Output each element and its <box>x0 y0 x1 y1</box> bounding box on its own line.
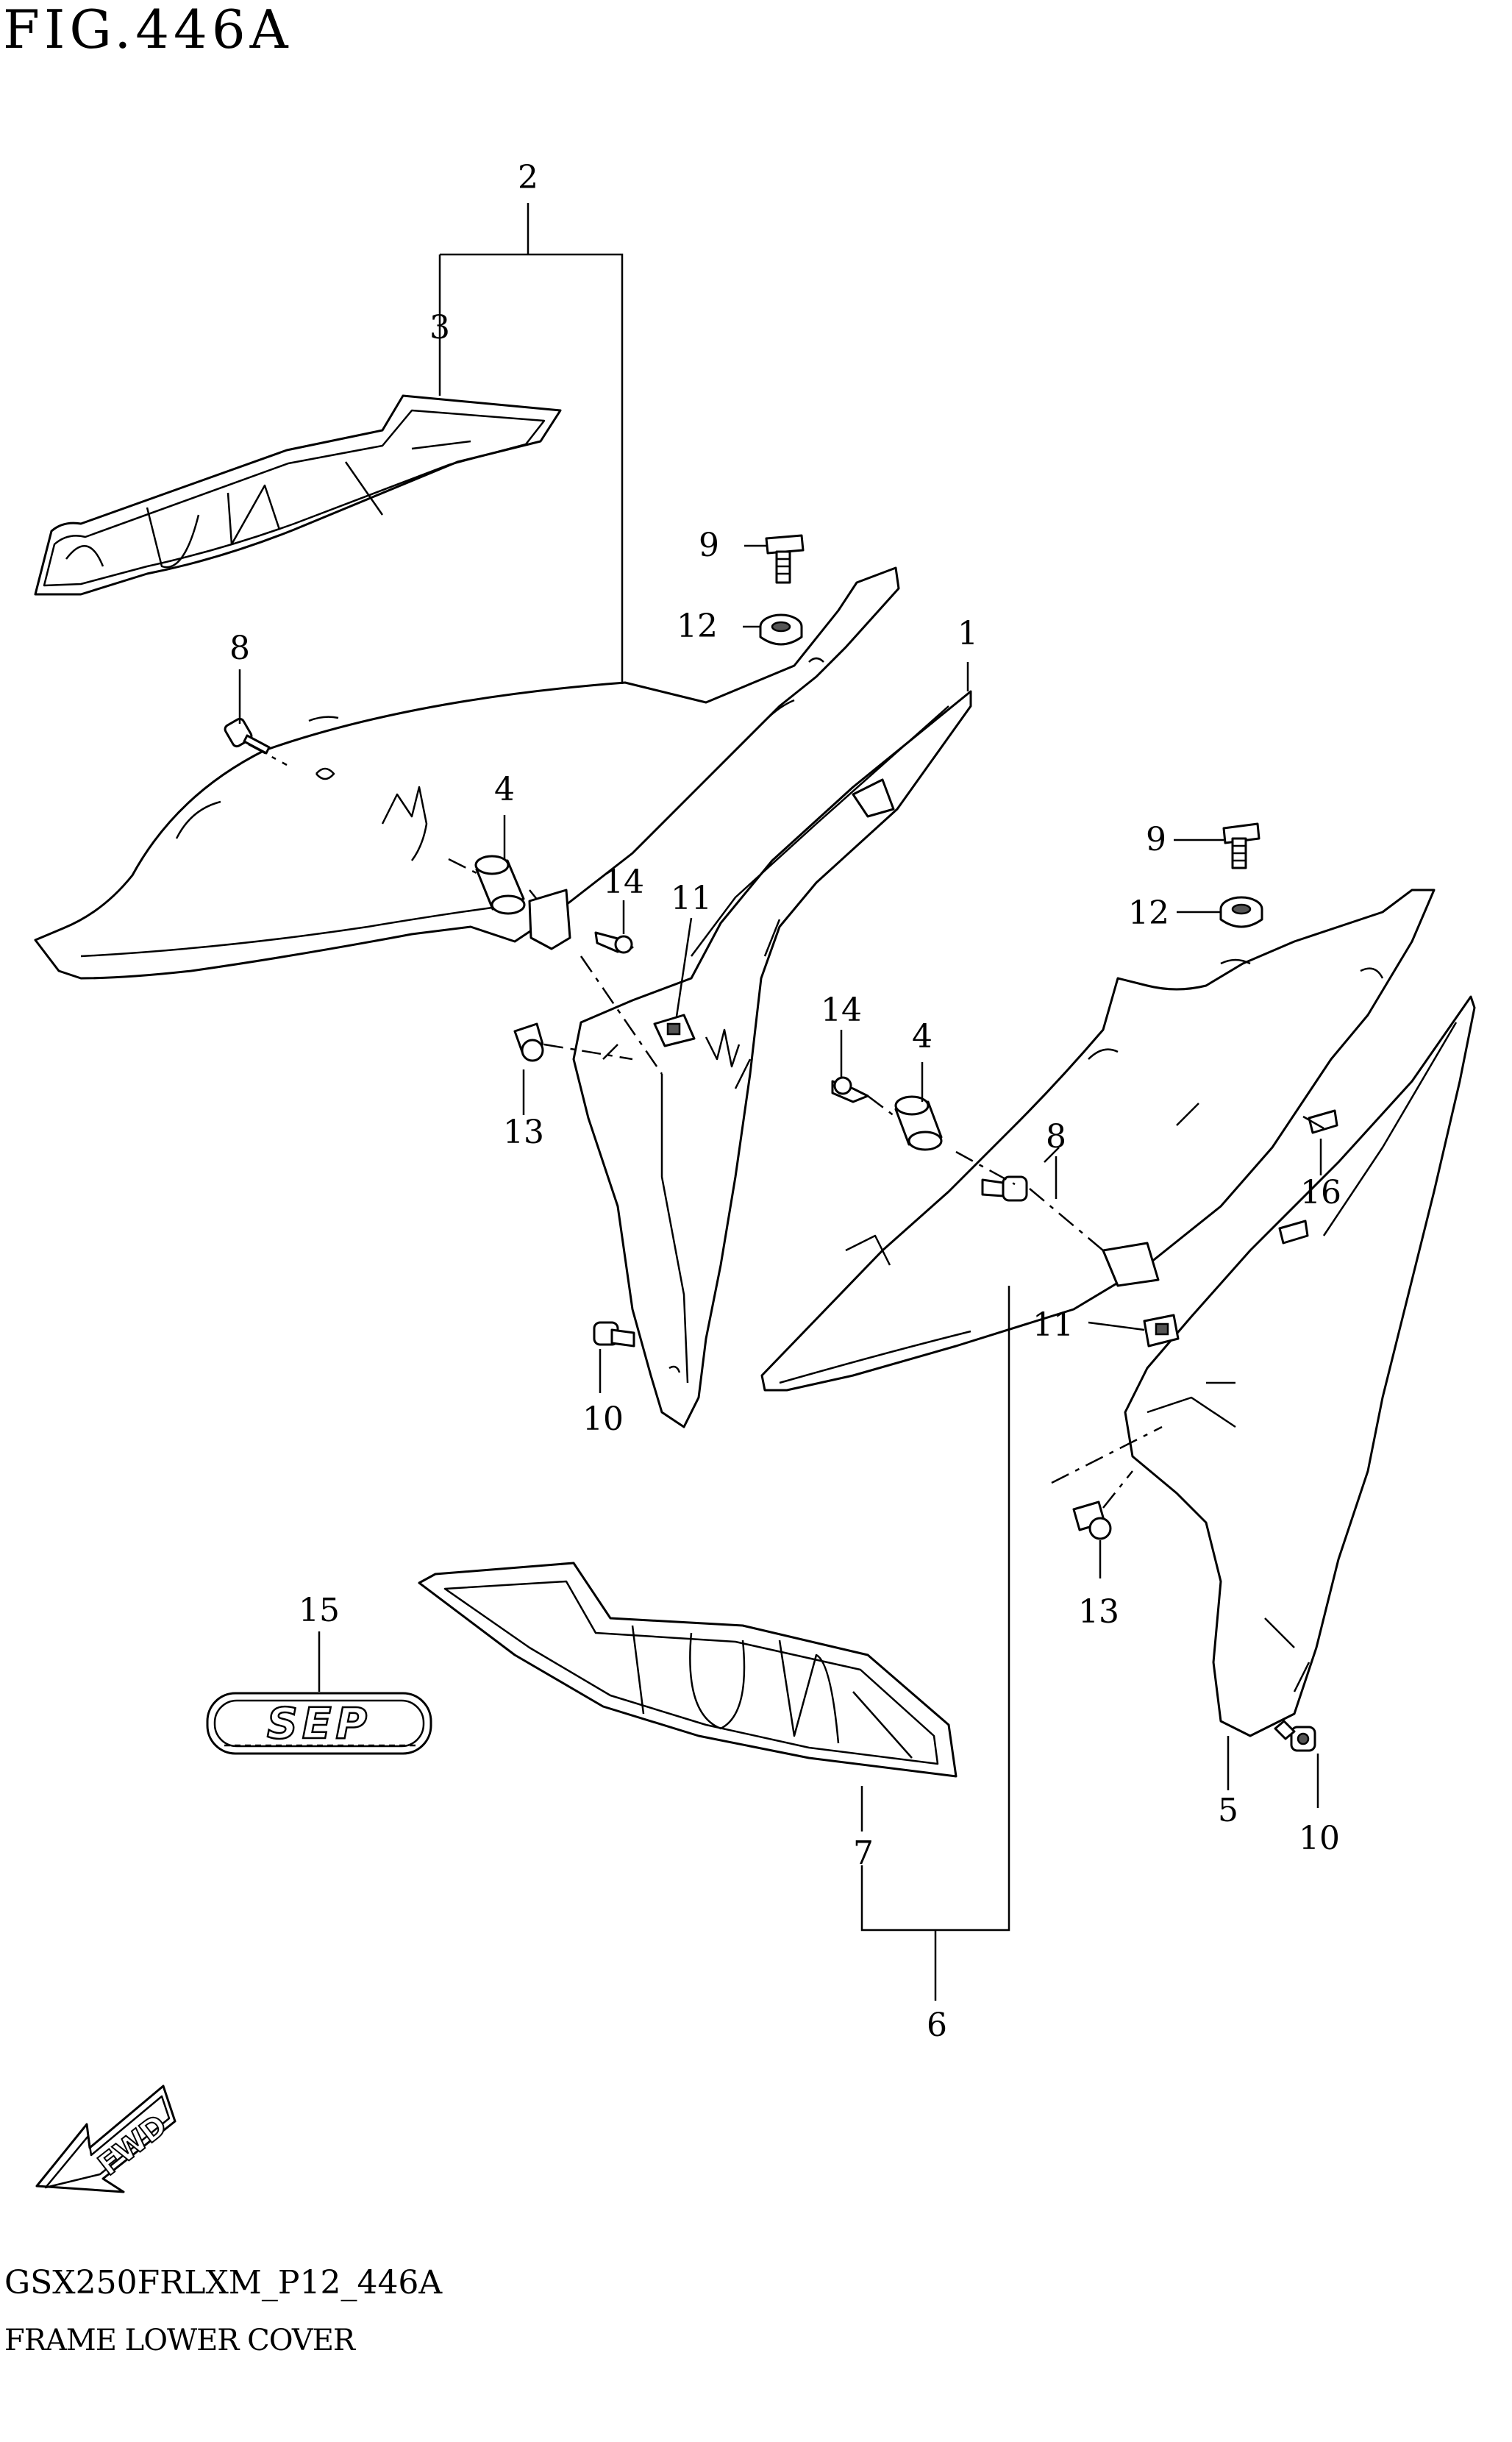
callout-4-right: 4 <box>912 1018 932 1056</box>
callout-11-right: 11 <box>1033 1306 1074 1344</box>
rivet-13-right <box>1072 1501 1112 1540</box>
bolt-10-left <box>593 1321 635 1348</box>
callout-9-right: 9 <box>1146 821 1166 858</box>
callout-10-right: 10 <box>1299 1820 1340 1857</box>
callout-2: 2 <box>518 159 538 196</box>
callout-5: 5 <box>1218 1792 1238 1829</box>
bushing-4-left <box>474 855 526 915</box>
callout-12-right: 12 <box>1128 894 1169 932</box>
callout-7: 7 <box>853 1834 874 1872</box>
grommet-12-left <box>759 613 803 646</box>
bolt-9-left <box>765 534 805 584</box>
callout-12-left: 12 <box>677 608 718 645</box>
sep-emblem-text: SEP <box>267 1698 371 1748</box>
rivet-13-left <box>513 1022 544 1062</box>
callout-10-left: 10 <box>582 1400 624 1438</box>
clip-11-right <box>1143 1314 1180 1348</box>
callout-14-left: 14 <box>603 864 644 901</box>
right-frame-cover-part <box>760 889 1436 1392</box>
callout-13-right: 13 <box>1078 1593 1119 1631</box>
callout-labels: 2 3 9 12 8 1 4 14 11 9 12 14 4 8 13 16 1… <box>229 159 1341 2044</box>
callout-16: 16 <box>1300 1174 1341 1211</box>
right-lower-cover-part <box>1124 995 1476 1737</box>
callout-15: 15 <box>299 1592 340 1629</box>
callout-4-left: 4 <box>494 771 515 808</box>
callout-9-left: 9 <box>699 527 719 564</box>
left-lower-cover-part <box>572 690 972 1428</box>
callout-13-left: 13 <box>503 1114 544 1151</box>
screw-14-right <box>831 1076 869 1103</box>
callout-3: 3 <box>429 309 450 346</box>
screw-14-left <box>594 931 634 954</box>
decal-left-part <box>34 394 562 596</box>
screw-8-right <box>981 1175 1028 1202</box>
leader-lines <box>238 203 1324 2001</box>
fwd-arrow-icon: FWD <box>35 2085 176 2193</box>
decal-right-part <box>418 1562 958 1778</box>
bolt-10-right <box>1274 1720 1316 1752</box>
callout-6: 6 <box>927 2007 947 2044</box>
callout-1: 1 <box>958 615 978 652</box>
bushing-4-right <box>894 1095 943 1151</box>
figure-caption: FRAME LOWER COVER <box>4 2324 355 2357</box>
assembly-dash-lines <box>248 743 1163 1509</box>
callout-11-left: 11 <box>671 880 712 917</box>
sep-emblem-part: SEP <box>206 1692 432 1755</box>
grommet-12-right <box>1219 896 1263 928</box>
callout-14-right: 14 <box>821 992 862 1029</box>
screw-8-left <box>224 717 271 755</box>
callout-8-left: 8 <box>229 630 250 667</box>
clip-11-left <box>653 1014 696 1047</box>
figure-title: FIG.446A <box>3 0 293 60</box>
model-code: GSX250FRLXM_P12_446A <box>4 2264 443 2302</box>
bolt-9-right <box>1222 822 1260 869</box>
left-frame-cover-part <box>34 566 900 980</box>
callout-8-right: 8 <box>1046 1118 1066 1156</box>
